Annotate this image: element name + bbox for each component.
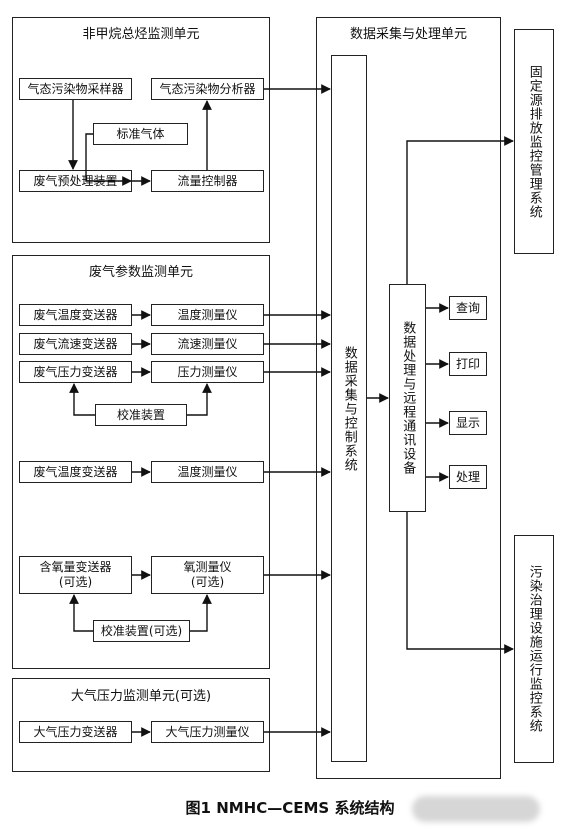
process-box: 处理 [449, 465, 487, 489]
calib-to-pres-meter-arrow [187, 383, 212, 416]
exhaust-param-unit-title: 废气参数监测单元 [88, 265, 193, 280]
pretreatment-box: 废气预处理装置 [19, 170, 132, 192]
atmo-pressure-meter-box: 大气压力测量仪 [151, 721, 264, 743]
standard-gas-box: 标准气体 [93, 123, 188, 145]
processor-to-fixed-source-arrow [406, 136, 514, 284]
treatment-system-box: 污染治理设施运行监控系统 [514, 535, 554, 763]
pressure-meter-box: 压力测量仪 [151, 361, 264, 383]
display-box: 显示 [449, 411, 487, 435]
processor-to-treatment-arrow [406, 512, 514, 654]
flow-controller-box: 流量控制器 [151, 170, 264, 192]
oxygen-meter-box: 氧测量仪 (可选) [151, 556, 264, 594]
stdgas-to-pretreat-arrow [85, 133, 132, 186]
data-acquisition-control-box: 数据采集与控制系统 [331, 55, 367, 762]
velocity-meter-box: 流速测量仪 [151, 333, 264, 355]
daq-unit-title: 数据采集与处理单元 [349, 27, 467, 42]
fixed-source-system-box: 固定源排放监控管理系统 [514, 29, 554, 254]
calib-opt-to-o2-tx-arrow [69, 594, 93, 632]
optional-calibration-box: 校准装置(可选) [93, 620, 190, 642]
oxygen-meter-label: 氧测量仪 [183, 560, 232, 574]
temp-transmitter-2-box: 废气温度变送器 [19, 461, 132, 483]
print-box: 打印 [449, 352, 487, 376]
query-box: 查询 [449, 296, 487, 320]
gas-sampler-box: 气态污染物采样器 [19, 78, 132, 100]
atmo-pressure-unit-title: 大气压力监测单元(可选) [70, 689, 212, 704]
temp-meter-2-box: 温度测量仪 [151, 461, 264, 483]
data-acquisition-control-label: 数据采集与控制系统 [341, 345, 357, 472]
calib-opt-to-o2-meter-arrow [190, 594, 212, 632]
gas-analyzer-box: 气态污染物分析器 [151, 78, 264, 100]
oxygen-meter-optional: (可选) [190, 575, 225, 589]
treatment-system-label: 污染治理设施运行监控系统 [526, 565, 542, 733]
velocity-transmitter-box: 废气流速变送器 [19, 333, 132, 355]
temp-transmitter-box: 废气温度变送器 [19, 304, 132, 326]
calibration-box: 校准装置 [95, 404, 187, 426]
nmhc-unit-title: 非甲烷总烃监测单元 [82, 27, 200, 42]
oxygen-transmitter-box: 含氧量变送器 (可选) [19, 556, 132, 594]
calib-to-pres-tx-arrow [69, 383, 95, 416]
temp-meter-box: 温度测量仪 [151, 304, 264, 326]
oxygen-transmitter-optional: (可选) [58, 575, 93, 589]
atmo-pressure-transmitter-box: 大气压力变送器 [19, 721, 132, 743]
pressure-transmitter-box: 废气压力变送器 [19, 361, 132, 383]
fixed-source-system-label: 固定源排放监控管理系统 [526, 64, 542, 219]
figure-caption: 图1 NMHC—CEMS 系统结构 [185, 799, 395, 817]
watermark-blur [412, 796, 540, 822]
data-processing-box: 数据处理与远程通讯设备 [389, 284, 426, 512]
oxygen-transmitter-label: 含氧量变送器 [39, 560, 112, 574]
data-processing-label: 数据处理与远程通讯设备 [400, 321, 416, 475]
